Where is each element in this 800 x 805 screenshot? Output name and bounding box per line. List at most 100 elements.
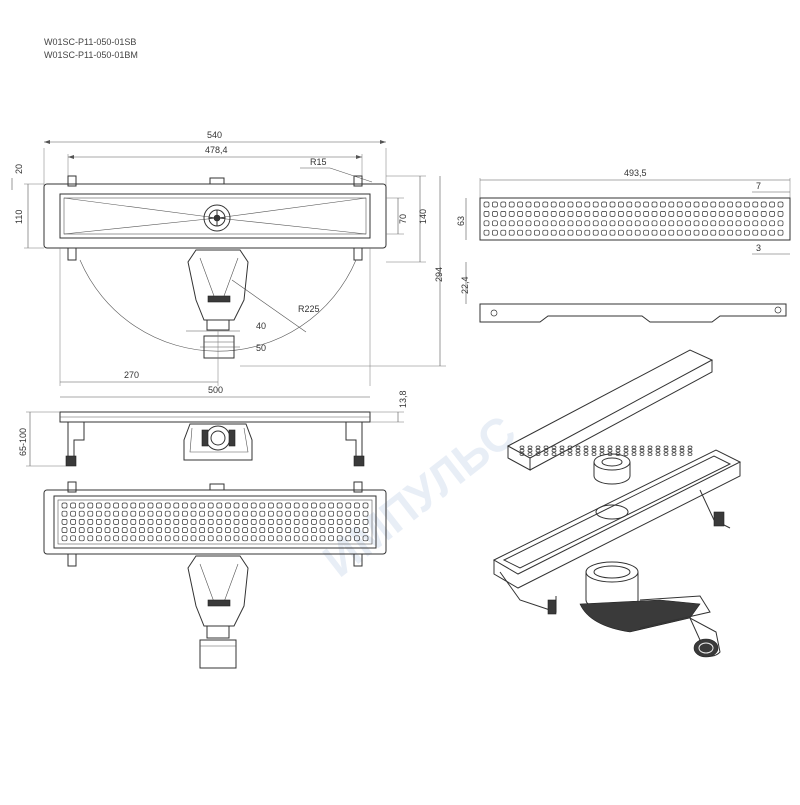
grate-hole [250,535,257,542]
grate-hole [517,211,523,217]
grate-hole [87,535,94,542]
grate-hole [551,445,557,449]
grate-hole [207,535,214,542]
grate-hole [591,449,597,453]
grate-hole [676,201,683,208]
dim-outlet-position: 270 [124,370,139,380]
grate-hole [631,449,637,453]
grate-hole [345,519,352,525]
grate-hole [660,229,666,236]
exploded-isometric-view [492,349,742,658]
grate-hole [519,445,525,449]
grate-hole [311,527,317,533]
grate-hole [599,445,605,449]
grate-hole [777,211,784,217]
grate-hole [233,535,240,542]
grate-hole [668,211,675,217]
dim-height-range: 65-100 [18,428,28,456]
grate-hole [336,510,343,517]
grate-hole [259,527,266,533]
grate-hole [718,201,725,208]
grate-hole [61,519,68,525]
grate-hole [769,201,775,208]
grate-hole [199,519,205,525]
grate-hole [710,220,717,227]
grate-hole [609,229,616,236]
grate-hole [319,527,326,533]
grate-hole [618,229,624,236]
grate-hole [130,510,137,517]
grate-plan: 493,5 7 63 3 [456,168,791,255]
grate-hole [190,519,197,525]
grate-hole [618,211,624,217]
grate-hole [121,535,128,542]
grate-hole [156,502,162,509]
grate-hole [702,220,708,227]
grate-hole [311,510,317,517]
grate-hole [87,502,94,509]
grate-hole [354,535,360,542]
grate-hole [631,445,637,449]
grate-hole [139,519,145,525]
grate-hole [147,502,154,509]
grate-hole [130,502,137,509]
grate-hole [643,201,649,208]
grate-hole [104,519,111,525]
grate-hole [543,445,549,449]
grate-hole [647,445,653,449]
grate-hole [618,220,624,227]
grate-hole [276,535,283,542]
grate-hole [233,502,240,509]
grate-hole [543,452,549,456]
grate-hole [702,201,708,208]
grate-hole [559,220,565,227]
grate-hole [583,445,589,449]
grate-hole [113,527,119,533]
grate-hole [233,527,240,533]
grate-hole [592,211,599,217]
grate-hole [216,502,223,509]
grate-hole [130,519,137,525]
grate-hole [139,502,145,509]
grate-hole [599,449,605,453]
grate-hole [525,220,532,227]
grate-hole [293,527,300,533]
grate-hole [199,535,205,542]
grate-hole [508,229,515,236]
grate-hole [78,502,85,509]
grate-hole [687,452,693,456]
grate-hole [744,229,750,236]
grate-hole [752,220,759,227]
grate-hole [769,211,775,217]
iso-grate-holes [519,445,693,456]
grate-hole [336,527,343,533]
grate-hole [61,527,68,533]
grate-hole [354,510,360,517]
grate-hole [302,519,309,525]
grate-hole [268,527,274,533]
dim-grate-edge: 7 [756,181,761,191]
grate-hole [225,527,231,533]
grate-hole [139,510,145,517]
grate-hole [634,220,641,227]
grate-hole [668,201,675,208]
grate-hole [601,211,607,217]
grate-hole [584,211,591,217]
grate-hole [164,535,171,542]
grate-hole [113,502,119,509]
grate-hole [567,211,574,217]
grate-hole [584,220,591,227]
grate-hole [718,229,725,236]
grate-hole [147,527,154,533]
grate-hole [671,452,677,456]
grate-hole [727,220,733,227]
grate-hole [242,510,248,517]
grate-hole [61,510,68,517]
grate-hole [362,535,369,542]
grate-hole [583,452,589,456]
grate-hole [693,201,700,208]
grate-hole [643,211,649,217]
grate-hole [550,211,557,217]
